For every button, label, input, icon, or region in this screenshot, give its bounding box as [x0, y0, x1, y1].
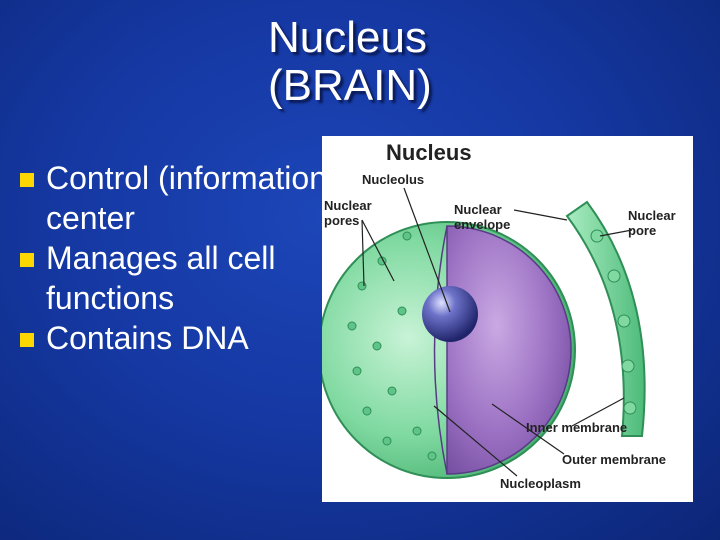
nucleus-diagram: Nucleus: [322, 136, 693, 502]
nuclear-pores-dots: [347, 231, 437, 461]
nuclear-envelope-section: [565, 200, 646, 437]
label-nuclear-envelope-2: envelope: [454, 217, 510, 232]
square-bullet-icon: [20, 333, 34, 347]
label-inner-membrane: Inner membrane: [526, 420, 627, 435]
label-nuclear-pores-2: pores: [324, 213, 359, 228]
square-bullet-icon: [20, 253, 34, 267]
title-line-2: (BRAIN): [268, 61, 432, 110]
square-bullet-icon: [20, 173, 34, 187]
bullet-text: Control (information) center: [46, 160, 338, 236]
bullet-list: Control (information) center Manages all…: [18, 158, 338, 358]
label-nucleolus: Nucleolus: [362, 172, 424, 187]
bullet-item: Control (information) center: [18, 158, 338, 238]
cutaway-edge: [433, 225, 448, 475]
title-line-1: Nucleus: [268, 13, 427, 62]
bullet-text: Contains DNA: [46, 320, 249, 356]
nucleolus: [422, 286, 478, 342]
bullet-text: Manages all cell functions: [46, 240, 276, 316]
label-nuclear-pores-1: Nuclear: [324, 198, 372, 213]
nucleoplasm-cutaway: [446, 225, 572, 475]
envelope-pores: [590, 229, 637, 415]
label-nuclear-pore-2: pore: [628, 223, 656, 238]
diagram-heading: Nucleus: [386, 140, 472, 165]
label-nucleoplasm: Nucleoplasm: [500, 476, 581, 491]
label-outer-membrane: Outer membrane: [562, 452, 666, 467]
bullet-item: Manages all cell functions: [18, 238, 338, 318]
label-nuclear-pore-1: Nuclear: [628, 208, 676, 223]
bullet-item: Contains DNA: [18, 318, 338, 358]
nucleus-illustration: Nucleus: [322, 136, 693, 502]
slide-title: Nucleus (BRAIN): [268, 14, 432, 110]
label-nuclear-envelope-1: Nuclear: [454, 202, 502, 217]
label-pointers: [361, 187, 633, 477]
